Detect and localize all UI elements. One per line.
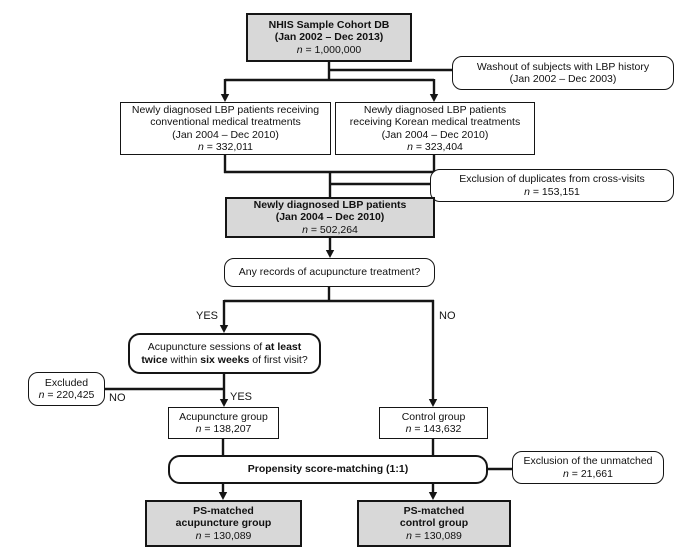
box-title: Control group (401, 410, 466, 423)
label-no-sessions: NO (109, 392, 126, 404)
arrowheads (218, 94, 439, 500)
box-date-range: (Jan 2002 – Dec 2013) (274, 31, 384, 44)
box-title: Exclusion of duplicates from cross-visit… (459, 173, 645, 185)
connector-lines (105, 61, 513, 493)
box-excluded: Excluded n = 220,425 (28, 372, 105, 406)
box-title: NHIS Sample Cohort DB (268, 18, 390, 31)
label-yes-sessions: YES (230, 391, 253, 403)
box-n-value: n = 130,089 (406, 529, 462, 542)
box-ps-matched-control-group: PS-matched control group n = 130,089 (357, 500, 511, 547)
box-conventional-treatments: Newly diagnosed LBP patients receiving c… (120, 102, 331, 155)
box-date-range: (Jan 2002 – Dec 2003) (509, 73, 617, 85)
box-n-value: n = 332,011 (198, 141, 253, 153)
box-title-2: acupuncture group (175, 517, 272, 530)
box-n-value: n = 1,000,000 (296, 43, 362, 56)
box-title-2: receiving Korean medical treatments (349, 116, 521, 128)
box-title: Excluded (44, 376, 89, 389)
box-nhis-sample-cohort: NHIS Sample Cohort DB (Jan 2002 – Dec 20… (246, 13, 412, 62)
box-question: Any records of acupuncture treatment? (238, 266, 421, 279)
box-propensity-score-matching: Propensity score-matching (1:1) (168, 455, 488, 484)
box-title: Acupuncture group (179, 410, 268, 423)
box-acupuncture-group: Acupuncture group n = 138,207 (168, 407, 279, 439)
box-date-range: (Jan 2004 – Dec 2010) (172, 128, 279, 141)
box-title: Newly diagnosed LBP patients receiving (131, 103, 320, 116)
box-title: PS-matched (403, 504, 465, 517)
box-n-value: n = 21,661 (563, 467, 613, 480)
box-n-value: n = 323,404 (407, 141, 463, 153)
box-n-value: n = 153,151 (524, 185, 580, 198)
box-korean-treatments: Newly diagnosed LBP patients receiving K… (335, 102, 535, 155)
box-control-group: Control group n = 143,632 (379, 407, 488, 439)
box-exclusion-unmatched: Exclusion of the unmatched n = 21,661 (512, 451, 664, 484)
box-washout: Washout of subjects with LBP history (Ja… (452, 56, 674, 90)
box-title: Washout of subjects with LBP history (476, 60, 650, 73)
box-title: Exclusion of the unmatched (523, 455, 653, 467)
box-n-value: n = 143,632 (405, 423, 462, 435)
box-title: Propensity score-matching (1:1) (247, 463, 409, 476)
box-title: Newly diagnosed LBP patients (253, 198, 407, 211)
label-yes-any-records: YES (195, 310, 218, 322)
box-date-range: (Jan 2004 – Dec 2010) (381, 128, 489, 141)
box-n-value: n = 138,207 (195, 423, 252, 435)
box-any-acupuncture-records: Any records of acupuncture treatment? (224, 258, 435, 287)
box-exclusion-duplicates: Exclusion of duplicates from cross-visit… (430, 169, 674, 202)
box-ps-matched-acupuncture-group: PS-matched acupuncture group n = 130,089 (145, 500, 302, 547)
box-title-2: control group (399, 517, 469, 530)
box-n-value: n = 502,264 (302, 223, 358, 236)
box-question-line2: twice within six weeks of first visit? (141, 353, 308, 366)
box-n-value: n = 130,089 (195, 529, 252, 542)
label-no-any-records: NO (439, 310, 456, 322)
box-sessions-criteria: Acupuncture sessions of at least twice w… (128, 333, 321, 374)
box-title-2: conventional medical treatments (150, 116, 301, 128)
box-title: Newly diagnosed LBP patients (363, 103, 507, 116)
box-n-value: n = 220,425 (38, 389, 95, 401)
box-date-range: (Jan 2004 – Dec 2010) (275, 211, 385, 224)
box-question-line1: Acupuncture sessions of at least (147, 341, 302, 353)
box-title: PS-matched (193, 504, 254, 517)
box-newly-diagnosed-lbp: Newly diagnosed LBP patients (Jan 2004 –… (225, 197, 435, 238)
